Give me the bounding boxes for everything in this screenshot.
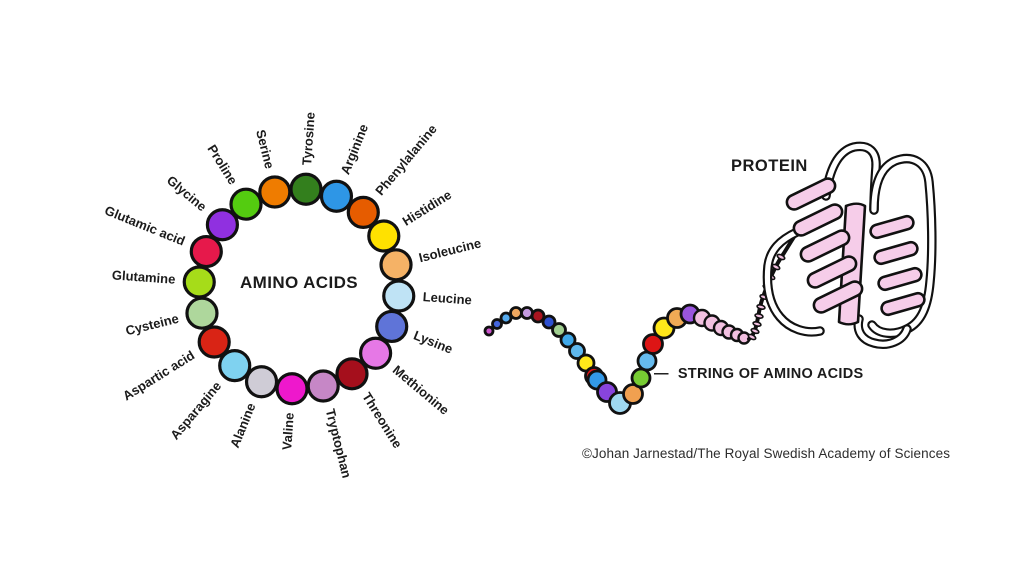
amino-dot-cysteine [185, 296, 219, 330]
amino-bead [568, 342, 586, 360]
amino-dot-isoleucine [379, 248, 413, 282]
amino-label-phenylalanine: Phenylalanine [372, 122, 440, 199]
amino-dot-proline [229, 187, 263, 221]
helix-turn [880, 291, 926, 317]
amino-label-methionine: Methionine [390, 362, 452, 418]
amino-label-valine: Valine [279, 412, 297, 451]
amino-dot-aspartic-acid [197, 325, 231, 359]
amino-label-asparagine: Asparagine [167, 378, 224, 442]
ribbon-loop [855, 316, 910, 347]
helix-turn [869, 214, 915, 240]
helix-turn [792, 203, 844, 237]
amino-dot-glycine [205, 208, 239, 242]
amino-label-cysteine: Cysteine [124, 311, 180, 339]
amino-bead [559, 331, 577, 349]
string-of-amino-acids [483, 229, 800, 415]
amino-bead [499, 311, 513, 325]
amino-label-lysine: Lysine [412, 328, 455, 357]
coil-ring [776, 253, 786, 261]
amino-bead [551, 322, 567, 338]
amino-label-threonine: Threonine [359, 390, 405, 451]
amino-label-tryptophan: Tryptophan [323, 407, 355, 479]
amino-dot-arginine [319, 179, 354, 213]
coil-ring [756, 304, 766, 310]
helix-turn [799, 229, 851, 263]
callout-text: STRING OF AMINO ACIDS [677, 366, 864, 382]
string-of-amino-acids-callout: — STRING OF AMINO ACIDS [654, 366, 863, 382]
ribbon-loop [764, 229, 823, 335]
protein-ribbon [762, 141, 937, 349]
coil-ring [747, 333, 757, 341]
protein-label: PROTEIN [731, 157, 808, 175]
amino-dot-phenylalanine [346, 195, 380, 229]
amino-dot-glutamic-acid [189, 234, 223, 269]
amino-dot-leucine [382, 279, 416, 313]
amino-bead [541, 314, 557, 330]
amino-label-tyrosine: Tyrosine [299, 112, 318, 166]
amino-dot-lysine [375, 309, 409, 344]
amino-bead [483, 325, 495, 337]
amino-dot-asparagine [218, 349, 252, 383]
helix-turn [812, 280, 864, 314]
amino-dot-methionine [359, 336, 393, 370]
amino-bead [530, 308, 546, 324]
amino-label-glutamic-acid: Glutamic acid [103, 203, 188, 249]
amino-label-histidine: Histidine [400, 187, 455, 229]
amino-dot-tyrosine [289, 172, 323, 206]
amino-bead [642, 333, 664, 355]
amino-label-isoleucine: Isoleucine [417, 235, 482, 265]
amino-acids-center-label: AMINO ACIDS [239, 273, 359, 292]
amino-dot-glutamine [182, 265, 216, 299]
helix-turn [877, 266, 923, 292]
coil-ring [754, 313, 764, 319]
amino-bead [630, 367, 652, 389]
credit-text: ©Johan Jarnestad/The Royal Swedish Acade… [582, 446, 951, 461]
coil-ring [750, 327, 760, 335]
callout-dash: — [654, 366, 669, 382]
amino-dot-alanine [244, 365, 279, 399]
amino-dot-valine [275, 372, 309, 406]
amino-bead [491, 318, 503, 330]
amino-label-alanine: Alanine [227, 401, 259, 450]
helix-turn [785, 177, 837, 211]
amino-label-aspartic-acid: Aspartic acid [120, 347, 197, 403]
amino-bead [509, 306, 523, 320]
amino-label-proline: Proline [204, 142, 240, 187]
amino-label-glycine: Glycine [164, 173, 210, 215]
ribbon-loop-outline [821, 141, 881, 215]
coil-ring [752, 321, 762, 327]
amino-label-glutamine: Glutamine [111, 267, 175, 286]
amino-dot-threonine [335, 357, 369, 391]
amino-dot-serine [258, 175, 292, 209]
amino-dot-tryptophan [306, 369, 340, 403]
amino-label-serine: Serine [253, 128, 277, 170]
helix-turn [806, 255, 858, 289]
amino-dot-histidine [367, 219, 401, 253]
amino-label-arginine: Arginine [338, 122, 372, 177]
amino-label-leucine: Leucine [422, 289, 472, 307]
helix-turn [873, 240, 919, 266]
